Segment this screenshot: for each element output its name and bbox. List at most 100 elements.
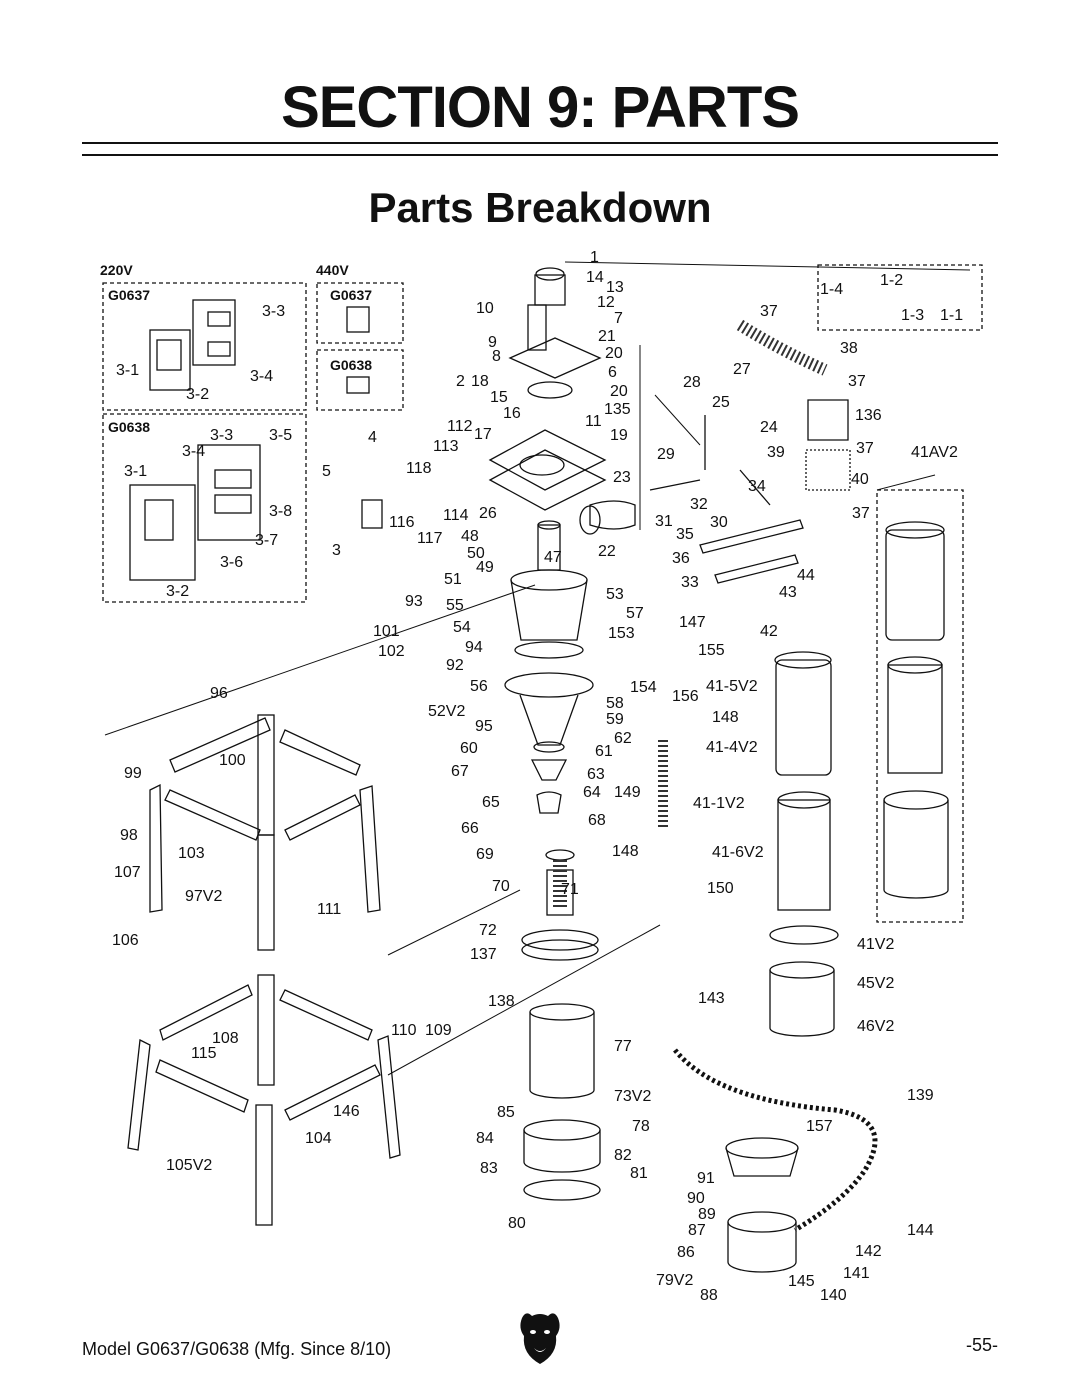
- callout-147: 147: [679, 614, 706, 631]
- callout-60: 60: [460, 740, 478, 757]
- callout-97V2: 97V2: [185, 888, 222, 905]
- callout-148: 148: [712, 709, 739, 726]
- callout-71: 71: [561, 881, 579, 898]
- callout-112: 112: [447, 418, 473, 435]
- callout-157: 157: [806, 1118, 833, 1135]
- callout-136: 136: [855, 407, 882, 424]
- callout-77: 77: [614, 1038, 632, 1055]
- callout-38: 38: [840, 340, 858, 357]
- label-g0638-220: G0638: [108, 419, 150, 435]
- callout-3-2: 3-2: [186, 386, 209, 403]
- callout-50: 50: [467, 545, 485, 562]
- callout-113: 113: [433, 438, 459, 455]
- callout-114: 114: [443, 507, 469, 524]
- callout-141: 141: [843, 1265, 870, 1282]
- callout-9: 9: [488, 334, 497, 351]
- callout-69: 69: [476, 846, 494, 863]
- callout-36: 36: [672, 550, 690, 567]
- callout-3-4: 3-4: [250, 368, 273, 385]
- callout-14: 14: [586, 269, 604, 286]
- title-rule-top: [82, 142, 998, 144]
- callout-43: 43: [779, 584, 797, 601]
- callout-40: 40: [851, 471, 869, 488]
- callout-87: 87: [688, 1222, 706, 1239]
- callout-57: 57: [626, 605, 644, 622]
- callout-18: 18: [471, 373, 489, 390]
- callout-32: 32: [690, 496, 708, 513]
- title-rule-bottom: [82, 154, 998, 156]
- callout-30: 30: [710, 514, 728, 531]
- callout-46V2: 46V2: [857, 1018, 894, 1035]
- callout-155: 155: [698, 642, 725, 659]
- callout-107: 107: [114, 864, 141, 881]
- callout-95: 95: [475, 718, 493, 735]
- callout-102: 102: [378, 643, 405, 660]
- callout-88: 88: [700, 1287, 718, 1304]
- callout-52V2: 52V2: [428, 703, 465, 720]
- callout-10: 10: [476, 300, 494, 317]
- callout-58: 58: [606, 695, 624, 712]
- callout-7: 7: [614, 310, 623, 327]
- callout-2: 2: [456, 373, 465, 390]
- page-subtitle: Parts Breakdown: [368, 184, 712, 231]
- callout-78: 78: [632, 1118, 650, 1135]
- footer-model: Model G0637/G0638 (Mfg. Since 8/10): [82, 1339, 392, 1359]
- callout-41-5V2: 41-5V2: [706, 678, 758, 695]
- callout-3: 3: [332, 542, 341, 559]
- callout-37: 37: [848, 373, 866, 390]
- box-220v-g0638: [102, 413, 307, 603]
- callout-93: 93: [405, 593, 423, 610]
- callout-138: 138: [488, 993, 515, 1010]
- callout-47: 47: [544, 549, 562, 566]
- callout-29: 29: [657, 446, 675, 463]
- callout-22: 22: [598, 543, 616, 560]
- callout-3-1: 3-1: [124, 463, 147, 480]
- callout-1-4: 1-4: [820, 281, 843, 298]
- callout-26: 26: [479, 505, 497, 522]
- callout-94: 94: [465, 639, 483, 656]
- callout-118: 118: [406, 460, 432, 477]
- callout-6: 6: [608, 364, 617, 381]
- callout-3-1: 3-1: [116, 362, 139, 379]
- grizzly-bear-logo-icon: [520, 1313, 560, 1364]
- callout-45V2: 45V2: [857, 975, 894, 992]
- callout-4: 4: [368, 429, 377, 446]
- callout-66: 66: [461, 820, 479, 837]
- callout-15: 15: [490, 389, 508, 406]
- callout-82: 82: [614, 1147, 632, 1164]
- callout-110: 110: [391, 1022, 417, 1039]
- callout-91: 91: [697, 1170, 715, 1187]
- callout-12: 12: [597, 294, 615, 311]
- callout-20: 20: [605, 345, 623, 362]
- callout-24: 24: [760, 419, 778, 436]
- section-title: SECTION 9: PARTS: [281, 75, 800, 140]
- callout-99: 99: [124, 765, 142, 782]
- callout-44: 44: [797, 567, 815, 584]
- callout-100: 100: [219, 752, 246, 769]
- callout-1-3: 1-3: [901, 307, 924, 324]
- callout-34: 34: [748, 478, 766, 495]
- callout-111: 111: [317, 901, 341, 918]
- callout-150: 150: [707, 880, 734, 897]
- callout-108: 108: [212, 1030, 239, 1047]
- callout-140: 140: [820, 1287, 847, 1304]
- callout-41AV2: 41AV2: [911, 444, 958, 461]
- callout-153: 153: [608, 625, 635, 642]
- parts-breakdown-diagram: 220V 440V G0637 G0637 G0638 G0638 114131…: [100, 249, 983, 1304]
- callout-31: 31: [655, 513, 673, 530]
- callout-106: 106: [112, 932, 139, 949]
- label-g0638-440: G0638: [330, 357, 372, 373]
- footer-page-number: -55-: [965, 1335, 998, 1355]
- callout-137: 137: [470, 946, 497, 963]
- callout-146: 146: [333, 1103, 360, 1120]
- callout-70: 70: [492, 878, 510, 895]
- box-440v-g0638: [316, 349, 404, 411]
- callout-103: 103: [178, 845, 205, 862]
- box-motor-parts: [817, 264, 983, 331]
- callout-37: 37: [856, 440, 874, 457]
- callout-11: 11: [585, 413, 602, 430]
- callout-142: 142: [855, 1243, 882, 1260]
- callout-37: 37: [760, 303, 778, 320]
- callout-117: 117: [417, 530, 443, 547]
- callout-3-3: 3-3: [210, 427, 233, 444]
